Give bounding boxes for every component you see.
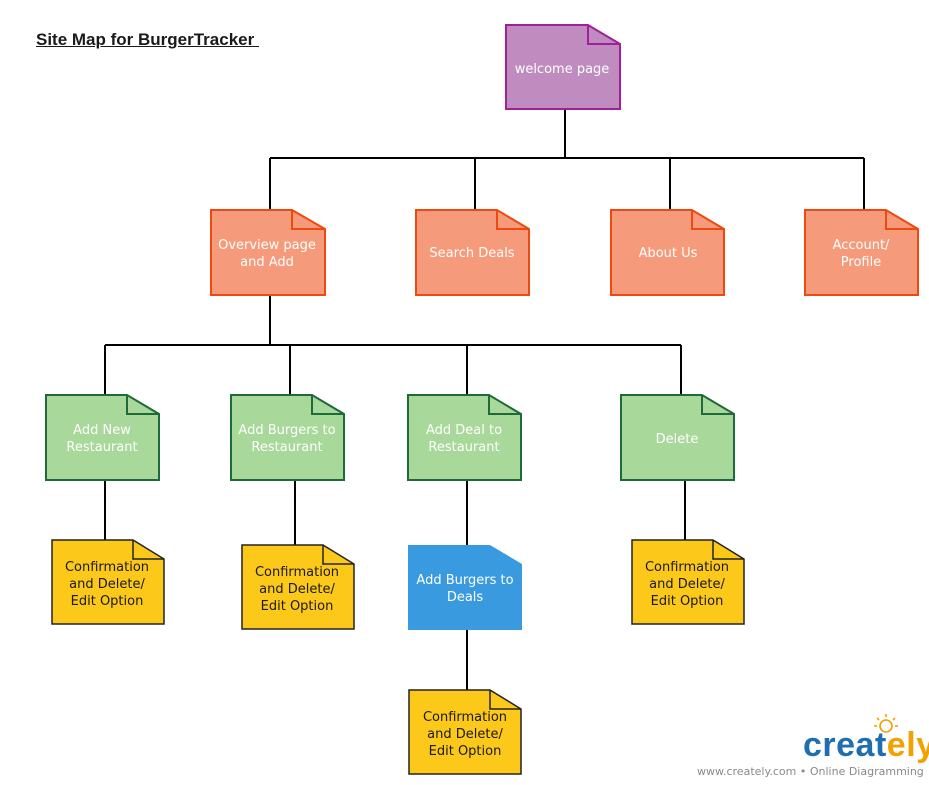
node-label: Account/ (833, 238, 890, 253)
page-title: Site Map for BurgerTracker (36, 30, 259, 49)
node-label: Restaurant (251, 440, 322, 455)
node-add-burgers-to-deals: Add Burgers to Deals (408, 545, 522, 630)
node-overview: Overview page and Add (210, 209, 326, 296)
node-label: Edit Option (429, 744, 502, 759)
node-confirmation-restaurant: Confirmation and Delete/ Edit Option (51, 539, 165, 625)
lightbulb-icon (874, 714, 898, 733)
node-label: welcome page (515, 62, 610, 77)
node-add-burgers-to-restaurant: Add Burgers to Restaurant (230, 394, 345, 481)
node-account-profile: Account/ Profile (804, 209, 919, 296)
logo-accent: ely (886, 726, 929, 764)
node-label: and Delete/ (69, 577, 145, 592)
creately-logo: creately (803, 726, 929, 765)
node-label: Confirmation (65, 560, 149, 575)
connectors (104, 109, 865, 690)
node-about-us: About Us (610, 209, 725, 296)
node-label: Edit Option (71, 594, 144, 609)
node-label: Edit Option (651, 594, 724, 609)
node-label: Add Burgers to (238, 423, 335, 438)
node-label: Add Deal to (426, 423, 502, 438)
node-label: Edit Option (261, 599, 334, 614)
node-label: and Delete/ (649, 577, 725, 592)
node-add-deal-to-restaurant: Add Deal to Restaurant (407, 394, 522, 481)
node-label: Confirmation (645, 560, 729, 575)
node-label: Overview page (218, 238, 316, 253)
node-delete: Delete (620, 394, 735, 481)
node-label: Add Burgers to (416, 573, 513, 588)
node-search-deals: Search Deals (415, 209, 530, 296)
node-label: About Us (639, 246, 698, 261)
node-label: Restaurant (428, 440, 499, 455)
node-label: Profile (841, 255, 881, 270)
node-label: Restaurant (66, 440, 137, 455)
node-label: Add New (73, 423, 131, 438)
node-label: Search Deals (429, 246, 514, 261)
node-label: and Add (240, 255, 294, 270)
node-label: Delete (656, 432, 699, 447)
node-confirmation-burgers: Confirmation and Delete/ Edit Option (241, 544, 355, 630)
node-label: and Delete/ (427, 727, 503, 742)
node-welcome-page: welcome page (505, 24, 621, 110)
node-label: Confirmation (423, 710, 507, 725)
node-confirmation-delete: Confirmation and Delete/ Edit Option (631, 539, 745, 625)
node-label: Confirmation (255, 565, 339, 580)
logo-tagline: www.creately.com • Online Diagramming (697, 765, 924, 778)
node-confirmation-deals: Confirmation and Delete/ Edit Option (408, 689, 522, 775)
logo-main: creat (803, 726, 887, 764)
node-add-new-restaurant: Add New Restaurant (45, 394, 160, 481)
node-label: Deals (447, 590, 484, 605)
node-label: and Delete/ (259, 582, 335, 597)
